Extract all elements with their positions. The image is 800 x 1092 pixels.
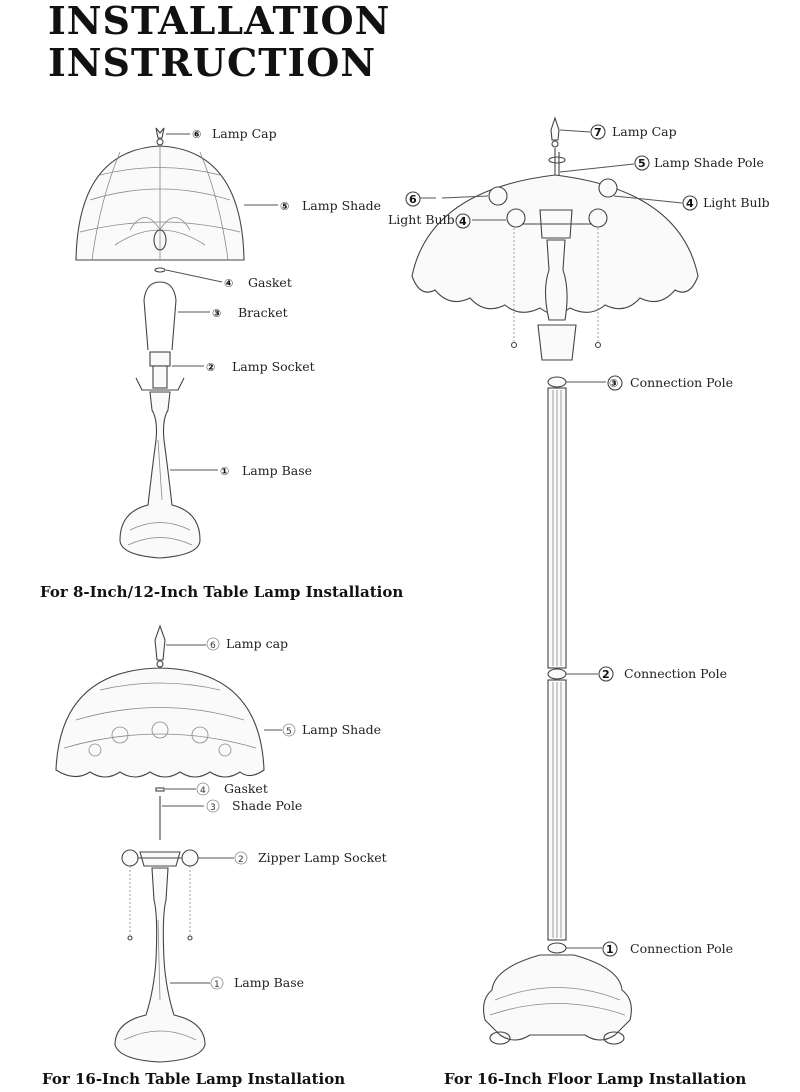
s1-num-2: ② xyxy=(206,361,215,374)
s2-label-lamp-shade: Lamp Shade xyxy=(302,722,381,737)
s2-num-5: 5 xyxy=(286,727,292,737)
lamp-cap-16-drawing xyxy=(154,624,166,661)
s1-caption: For 8-Inch/12-Inch Table Lamp Installati… xyxy=(40,583,403,601)
s1-label-lamp-cap: Lamp Cap xyxy=(212,126,277,141)
s2-label-gasket: Gasket xyxy=(224,781,268,796)
s1-num-3: ③ xyxy=(212,307,221,320)
s3-num-6: 6 xyxy=(409,193,417,206)
s2-num-3: 3 xyxy=(210,803,216,813)
floor-lamp-base-drawing xyxy=(483,954,632,1041)
s3-caption: For 16-Inch Floor Lamp Installation xyxy=(444,1070,746,1088)
s3-num-4-right: 4 xyxy=(686,197,694,210)
s2-num-4: 4 xyxy=(200,786,206,796)
s1-num-1: ① xyxy=(220,465,229,478)
s3-label-connection-pole-3: Connection Pole xyxy=(630,375,733,390)
s2-label-shade-pole: Shade Pole xyxy=(232,798,302,813)
page-title: INSTALLATION INSTRUCTION xyxy=(48,0,391,85)
s3-num-3: ③ xyxy=(609,377,618,390)
s3-label-lamp-cap: Lamp Cap xyxy=(612,124,677,139)
s2-num-1: 1 xyxy=(214,980,220,990)
s3-label-lamp-shade-pole: Lamp Shade Pole xyxy=(654,155,764,170)
s1-num-4: ④ xyxy=(224,277,233,290)
s3-num-2: 2 xyxy=(602,668,610,681)
floor-lamp-cap-drawing xyxy=(550,116,560,141)
zipper-socket-drawing xyxy=(139,851,181,867)
lamp-base-16-drawing xyxy=(114,867,206,1063)
s1-num-6: ⑥ xyxy=(192,128,201,141)
s2-label-lamp-cap: Lamp cap xyxy=(226,636,288,651)
s3-num-5: 5 xyxy=(638,157,646,170)
s2-num-6: 6 xyxy=(210,641,216,651)
s3-label-light-bulb-right: Light Bulb xyxy=(703,195,770,210)
s1-num-5: ⑤ xyxy=(280,200,289,213)
s3-num-1: 1 xyxy=(606,943,614,956)
lamp-cap-drawing xyxy=(155,127,165,139)
s2-caption: For 16-Inch Table Lamp Installation xyxy=(42,1070,345,1088)
s2-num-2: 2 xyxy=(238,855,244,865)
lamp-socket-drawing xyxy=(149,351,171,367)
bracket-drawing xyxy=(143,281,177,351)
s3-num-7: 7 xyxy=(594,126,602,139)
s2-label-lamp-base: Lamp Base xyxy=(234,975,304,990)
floor-lamp-diagram xyxy=(411,116,699,1045)
s1-label-lamp-shade: Lamp Shade xyxy=(302,198,381,213)
s1-label-lamp-base: Lamp Base xyxy=(242,463,312,478)
lamp-shade-16-drawing xyxy=(55,667,265,778)
s3-num-4-left: 4 xyxy=(459,215,467,228)
table-lamp-small-diagram xyxy=(75,127,245,559)
s1-label-gasket: Gasket xyxy=(248,275,292,290)
s3-label-connection-pole-1: Connection Pole xyxy=(630,941,733,956)
s2-label-zipper-lamp-socket: Zipper Lamp Socket xyxy=(258,850,387,865)
s1-label-lamp-socket: Lamp Socket xyxy=(232,359,315,374)
s1-label-bracket: Bracket xyxy=(238,305,288,320)
s3-label-connection-pole-2: Connection Pole xyxy=(624,666,727,681)
s3-label-light-bulb-left: Light Bulb xyxy=(388,212,455,227)
table-lamp-16-diagram xyxy=(55,624,265,1063)
